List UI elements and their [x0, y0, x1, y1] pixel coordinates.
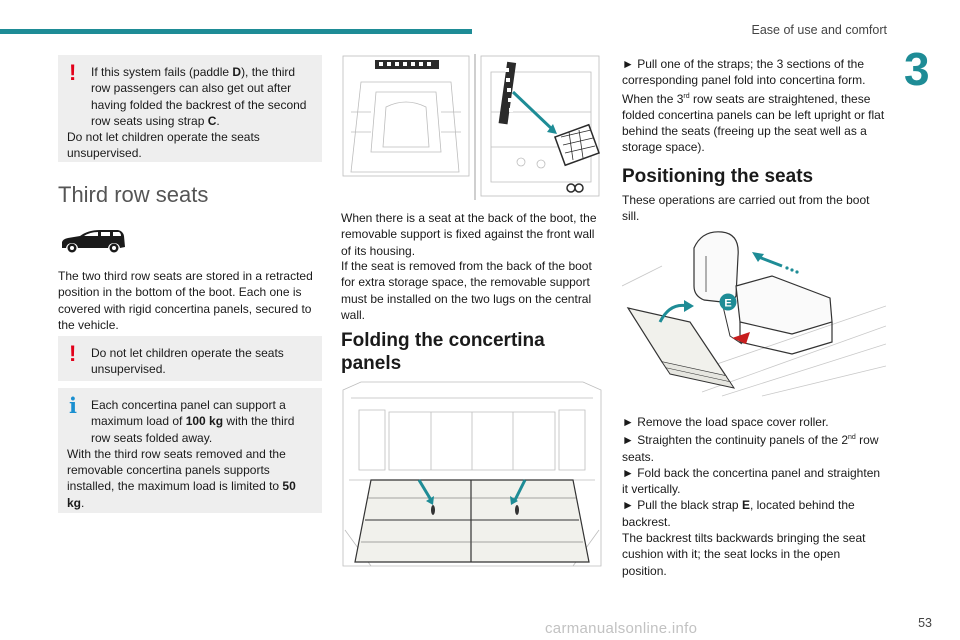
- info-icon: i: [69, 393, 77, 418]
- step-fold-back-panel: ► Fold back the concertina panel and str…: [622, 465, 881, 497]
- step-result: The backrest tilts backwards bringing th…: [622, 531, 866, 578]
- section-title: Ease of use and comfort: [751, 23, 888, 37]
- watermark: carmanualsonline.info: [545, 620, 698, 637]
- max-load-value: 100 kg: [185, 414, 224, 429]
- removable-support-illustration: [341, 52, 603, 202]
- warning-box-1: ! If this system fails (paddle D), the t…: [58, 55, 322, 162]
- warning-text: Do not let children operate the seats un…: [67, 130, 260, 161]
- step-pull-strap: ► Pull the black strap E, located behind…: [622, 498, 855, 529]
- support-paragraph-2: If the seat is removed from the back of …: [341, 259, 592, 322]
- support-paragraph-1: When there is a seat at the back of the …: [341, 211, 597, 258]
- positioning-steps: ► Remove the load space cover roller. ► …: [622, 414, 886, 579]
- page-number: 53: [918, 616, 932, 630]
- strap-label-e: E: [724, 298, 731, 310]
- positioning-intro: These operations are carried out from th…: [622, 193, 870, 224]
- warning-icon: !: [69, 60, 77, 85]
- boot-floor-concertina-panels-illustration: [341, 380, 603, 568]
- info-box: i Each concertina panel can support a ma…: [58, 388, 322, 513]
- estate-car-icon: [58, 226, 128, 256]
- step-straighten-panels: ► Straighten the continuity panels of th…: [622, 433, 879, 464]
- strap-e-reference: E: [741, 498, 750, 513]
- heading-folding-concertina-panels: Folding the concertina panels: [341, 330, 545, 374]
- chapter-number: 3: [904, 43, 930, 95]
- reduced-load-value: 50 kg: [67, 479, 296, 510]
- warning-icon: !: [69, 341, 77, 366]
- third-row-description: The two third row seats are stored in a …: [58, 269, 313, 332]
- seat-positioning-illustration: E: [622, 226, 886, 398]
- paddle-reference: D: [232, 65, 242, 79]
- warning-box-2: ! Do not let children operate the seats …: [58, 336, 322, 381]
- heading-positioning-the-seats: Positioning the seats: [622, 166, 814, 187]
- strap-reference: C: [207, 113, 217, 128]
- header-accent-bar: [0, 29, 472, 34]
- step-remove-cover: ► Remove the load space cover roller.: [622, 415, 829, 429]
- heading-third-row-seats: Third row seats: [58, 182, 209, 207]
- strap-instruction: ► Pull one of the straps; the 3 sections…: [622, 57, 885, 155]
